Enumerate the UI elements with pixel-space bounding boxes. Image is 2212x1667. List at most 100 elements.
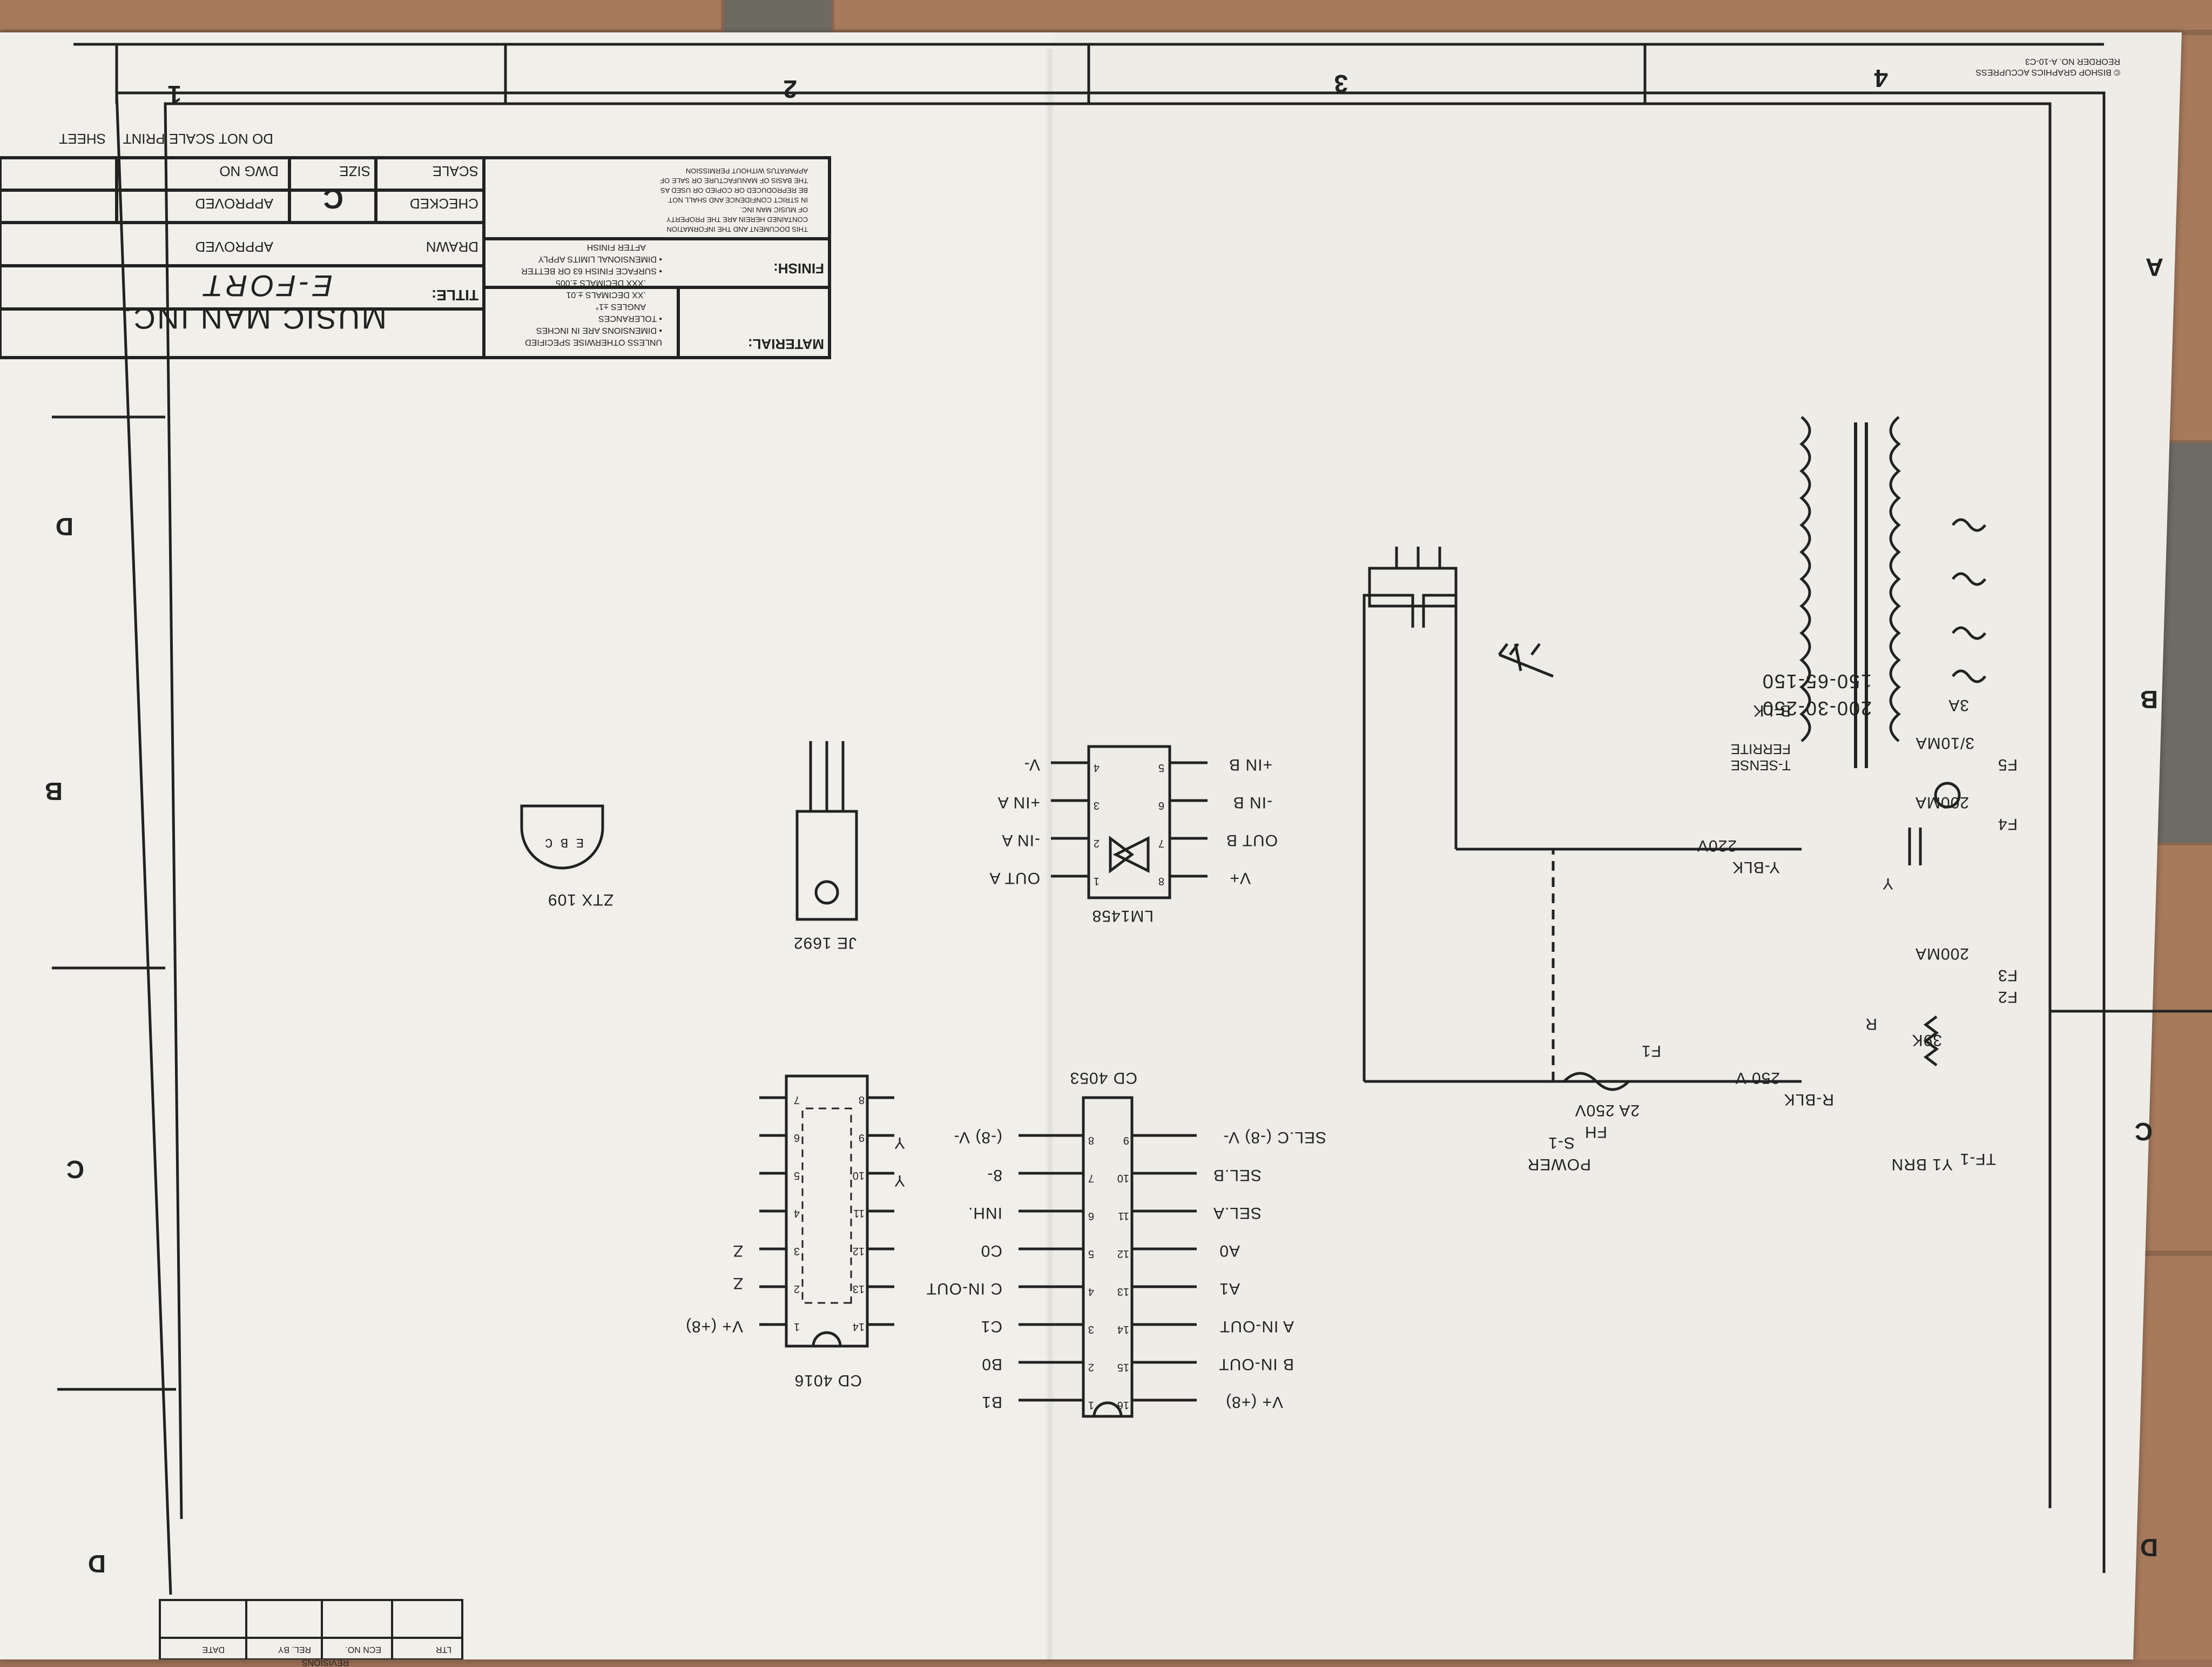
- tolerance-note-2: • TOLERANCES: [598, 314, 662, 323]
- lm1458-minus-in-b: -IN B: [1232, 794, 1272, 811]
- cd4016-pin-4: 4: [793, 1207, 800, 1219]
- cd4016-pin-2: 2: [793, 1283, 800, 1295]
- transformer-ref: TF-1: [1959, 1150, 1996, 1168]
- rev-title: REVISIONS: [301, 1658, 349, 1667]
- cd4053-ic: [1019, 1096, 1197, 1418]
- fuse-f2-label: F2: [1997, 988, 2018, 1006]
- cd4053-b0: B0: [981, 1355, 1002, 1373]
- fuse-f3-label: F3: [1997, 966, 2018, 984]
- do-not-scale: DO NOT SCALE PRINT: [123, 131, 273, 147]
- cd4016-pin-7: 7: [793, 1094, 800, 1106]
- cd4053-vplus: V+ (+8): [1225, 1393, 1283, 1411]
- rev-header-ecn: ECN NO.: [345, 1645, 381, 1654]
- cd4053-pin-11: 11: [1118, 1210, 1129, 1222]
- notice-4: BE REPRODUCED OR COPIED OR USED AS: [660, 186, 808, 194]
- cd4053-c0: C0: [980, 1242, 1002, 1260]
- tolerance-note-6: • SURFACE FINISH 63 OR BETTER: [521, 266, 662, 275]
- cd4053-c-in-out: C IN-OUT: [926, 1280, 1002, 1298]
- cd4053-pin-2: 2: [1088, 1361, 1094, 1373]
- cd4016-name: CD 4016: [794, 1372, 862, 1389]
- ztx109-pins: E B C: [544, 835, 584, 849]
- cd4053-a1: A1: [1219, 1280, 1240, 1298]
- rev-header-ltr: LTR: [435, 1645, 451, 1654]
- cd4053-pin-5: 5: [1088, 1248, 1094, 1260]
- lm1458-pin-5: 5: [1158, 762, 1164, 774]
- notice-3: IN STRICT CONFIDENCE AND SHALL NOT: [668, 196, 808, 204]
- cd4016-pin-11: 11: [853, 1207, 865, 1219]
- drawing-title: E-FORT: [201, 269, 333, 303]
- size-label: SIZE: [339, 163, 370, 179]
- cd4053-pin-6: 6: [1088, 1210, 1094, 1222]
- cd4016-pin-8: 8: [858, 1094, 865, 1106]
- zone-row-b: B: [2140, 685, 2158, 714]
- notice-1: CONTAINED HEREIN ARE THE PROPERTY: [666, 216, 808, 224]
- tolerance-note-5: .XXX DECIMALS ±.005: [555, 278, 646, 287]
- transformer-primary: Y1 BRN: [1891, 1155, 1953, 1173]
- lm1458-out-b: OUT B: [1225, 831, 1278, 849]
- checked-label: CHECKED: [409, 196, 478, 212]
- fuse-f4-label: F4: [1997, 815, 2018, 833]
- cd4053-pin-16: 16: [1117, 1399, 1129, 1411]
- fuse-f1: [1563, 1072, 1630, 1091]
- cd4053-sel-b: SEL.B: [1212, 1166, 1262, 1184]
- cd4053-pin-9: 9: [1123, 1134, 1129, 1146]
- label-r-blk: R-BLK: [1783, 1091, 1834, 1108]
- lm1458-pin-2: 2: [1093, 837, 1100, 849]
- lm1458-name: LM1458: [1091, 907, 1154, 925]
- cd4016-z1: Z: [732, 1274, 743, 1292]
- rev-header-date: DATE: [202, 1645, 225, 1654]
- transformer-secondary-coil: [1889, 416, 1901, 742]
- zone-col-3: 3: [1334, 70, 1348, 98]
- cd4016-z2: Z: [732, 1242, 743, 1260]
- paper-fold: [1045, 49, 1055, 1659]
- notice-0: THIS DOCUMENT AND THE INFORMATION: [666, 225, 808, 233]
- rev-header-relby: REL. BY: [278, 1645, 311, 1654]
- cd4053-inh: INH.: [968, 1204, 1002, 1222]
- lm1458-minus-in-a: -IN A: [1001, 831, 1040, 849]
- tolerance-note-7: • DIMENSIONAL LIMITS APPLY: [538, 254, 662, 264]
- finish-label: FINISH:: [773, 260, 824, 277]
- notice-2: OF MUSIC MAN INC.: [740, 206, 808, 214]
- power-circuit: [1363, 416, 1986, 1091]
- zone-col-4: 4: [1874, 64, 1888, 92]
- scale-label: SCALE: [432, 163, 478, 179]
- label-200ma-2: 200MA: [1914, 794, 1969, 811]
- tolerance-note-8: AFTER FINISH: [586, 243, 646, 252]
- tolerance-note-0: UNLESS OTHERWISE SPECIFIED: [525, 338, 662, 347]
- cd4053-pin-8: 8: [1088, 1134, 1094, 1146]
- cd4016-pin-12: 12: [852, 1245, 865, 1257]
- label-ferrite: FERRITE: [1730, 741, 1791, 757]
- transformer-primary-coil: [1799, 416, 1811, 742]
- zone-row-d-left2: D: [87, 1550, 106, 1578]
- cd4053-name: CD 4053: [1069, 1069, 1137, 1087]
- zone-row-c-left: C: [66, 1155, 84, 1184]
- notice-6: APPARATUS WITHOUT PERMISSION: [685, 167, 808, 175]
- cd4053-sel-a: SEL.A: [1212, 1204, 1262, 1222]
- lm1458-pin-3: 3: [1093, 799, 1100, 811]
- dwg-no-label: DWG NO: [219, 163, 279, 179]
- cd4016-pin-3: 3: [793, 1245, 800, 1257]
- cd4053-pin-3: 3: [1088, 1323, 1094, 1335]
- cd4053-vminus: (-8) V-: [953, 1128, 1002, 1146]
- lm1458-plus-in-b: +IN B: [1229, 756, 1272, 774]
- cd4016-pin-14: 14: [852, 1321, 865, 1333]
- zone-row-d: D: [2140, 1534, 2158, 1562]
- cd4016-pin-1: 1: [793, 1321, 800, 1333]
- cd4053-pin-15: 15: [1117, 1361, 1129, 1373]
- cd4053-pin-1: 1: [1088, 1399, 1094, 1411]
- zone-col-1: 1: [167, 80, 181, 109]
- power-plug: [1363, 594, 1458, 676]
- lm1458-pin-6: 6: [1158, 799, 1164, 811]
- power-switch-ref: S-1: [1548, 1134, 1575, 1152]
- label-y: Y: [1881, 875, 1893, 892]
- cd4016-vplus: V+ (+8): [685, 1318, 743, 1335]
- cd4016-y1: Y: [893, 1172, 905, 1189]
- cd4016-pin-5: 5: [793, 1169, 800, 1181]
- zone-row-c: C: [2134, 1118, 2153, 1146]
- cd4053-sel-c: SEL.C (-8) V-: [1223, 1128, 1326, 1146]
- main-fuse-ref: FH: [1584, 1123, 1607, 1141]
- cd4053-pin-12: 12: [1117, 1248, 1129, 1260]
- lm1458-ic: [1051, 745, 1208, 899]
- je1692-name: JE 1692: [793, 934, 857, 952]
